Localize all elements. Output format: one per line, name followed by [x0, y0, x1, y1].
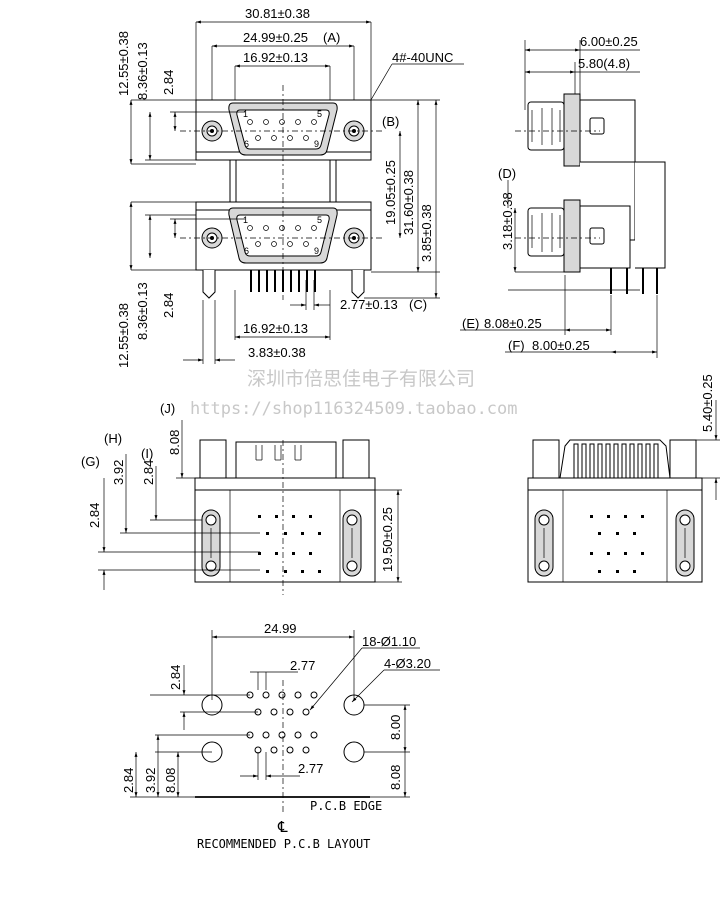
pcb-mount-hole-br	[343, 741, 365, 763]
pcb-width-dim: 24.99	[264, 621, 297, 636]
bottom-pin-row-dim: 16.92±0.13	[243, 321, 308, 336]
pcb-layout-title: RECOMMENDED P.C.B LAYOUT	[197, 837, 370, 851]
side-view: 6.00±0.25 5.80(4.8) (D) 3.18±0.38	[460, 34, 666, 358]
total-height-dim: 31.60±0.38	[401, 170, 416, 235]
bottom-pin-9: 9	[314, 246, 319, 256]
side-top-hood	[527, 101, 565, 151]
bottom-view-left-post	[199, 439, 227, 481]
ref-j: (J)	[160, 401, 175, 416]
ref-h: (H)	[104, 431, 122, 446]
pcb-holes-large: 4-Ø3.20	[384, 656, 431, 671]
screw-spacing-ref: (A)	[323, 30, 340, 45]
top-height-dim: 12.55±0.38	[116, 31, 131, 96]
bottom-pin-grid	[247, 225, 317, 247]
thread-label: 4#-40UNC	[392, 50, 453, 65]
front-view: 30.81±0.38 24.99±0.25 (A) 16.92±0.13 4#-…	[116, 6, 464, 368]
watermark: 深圳市倍思佳电子有限公司 https://shop116324509.taoba…	[190, 368, 518, 419]
bottom-pin-1: 1	[243, 215, 248, 225]
rear-view-pins	[573, 443, 659, 479]
rear-view-body	[527, 489, 703, 583]
bottom-view: (J) 8.08 (I) 2.84 (H) 3.92 (G) 2.84 19.5…	[81, 401, 402, 595]
pin-pitch-dim: 2.77±0.13	[340, 297, 398, 312]
pcb-holes-small: 18-Ø1.10	[362, 634, 416, 649]
centerline-symbol: ℄	[277, 819, 288, 836]
pcb-right-1-dim: 8.00	[388, 715, 403, 740]
side-bottom-hood	[527, 207, 565, 257]
dim-j: 8.08	[167, 430, 182, 455]
bottom-pin-6: 6	[244, 246, 249, 256]
ref-c: (C)	[409, 297, 427, 312]
pcb-edge-label: P.C.B EDGE	[310, 799, 382, 813]
pcb-left-1-dim: 2.84	[121, 768, 136, 793]
dim-h: 3.92	[111, 460, 126, 485]
top-pin-5: 5	[317, 109, 322, 119]
pcb-pitch-top: 2.77	[290, 658, 315, 673]
bottom-view-right-post	[342, 439, 370, 481]
pin-row-width-dim: 16.92±0.13	[243, 50, 308, 65]
pcb-right-2-dim: 8.08	[388, 765, 403, 790]
pcb-pin-holes	[246, 691, 318, 754]
ref-e: (E)	[462, 316, 479, 331]
pcb-left-2-dim: 3.92	[143, 768, 158, 793]
bottom-height-dim: 12.55±0.38	[116, 303, 131, 368]
dim-g: 2.84	[87, 503, 102, 528]
side-dim-top: 6.00±0.25	[580, 34, 638, 49]
top-offset-dim: 8.36±0.13	[135, 42, 150, 100]
watermark-company: 深圳市倍思佳电子有限公司	[247, 368, 475, 390]
port-pitch-dim: 19.05±0.25	[383, 160, 398, 225]
ref-i: (I)	[141, 446, 153, 461]
pcb-left-top-dim: 2.84	[168, 665, 183, 690]
screw-spacing-dim: 24.99±0.25	[243, 30, 308, 45]
overall-height-dim: 3.85±0.38	[419, 204, 434, 262]
watermark-url: https://shop116324509.taobao.com	[190, 399, 518, 419]
rear-view-height-dim: 5.40±0.25	[700, 374, 715, 432]
top-pin-9: 9	[314, 139, 319, 149]
rear-view-pin-grid	[590, 515, 644, 573]
pcb-layout: 24.99 18-Ø1.10 4-Ø3.20 2.77 2.77	[121, 621, 440, 851]
dim-d: 3.18±0.38	[500, 192, 515, 250]
pcb-left-3-dim: 8.08	[163, 768, 178, 793]
ref-g: (G)	[81, 454, 100, 469]
bottom-pin-5: 5	[317, 215, 322, 225]
top-pin-grid	[247, 119, 317, 141]
overall-width-dim: 30.81±0.38	[245, 6, 310, 21]
ref-f: (F)	[508, 338, 525, 353]
bottom-offset-dim: 8.36±0.13	[135, 282, 150, 340]
rear-view: 5.40±0.25	[527, 374, 720, 583]
bottom-span-dim: 3.83±0.38	[248, 345, 306, 360]
top-pin-6: 6	[244, 139, 249, 149]
bottom-view-pins	[258, 515, 321, 573]
dim-e: 8.08±0.25	[484, 316, 542, 331]
pcb-pitch-bottom: 2.77	[298, 761, 323, 776]
side-dim-second: 5.80(4.8)	[578, 56, 630, 71]
dim-i: 2.84	[141, 460, 156, 485]
top-small-dim: 2.84	[161, 70, 176, 95]
top-pin-1: 1	[243, 109, 248, 119]
ref-d: (D)	[498, 166, 516, 181]
ref-b: (B)	[382, 114, 399, 129]
dim-f: 8.00±0.25	[532, 338, 590, 353]
bottom-view-height-dim: 19.50±0.25	[380, 507, 395, 572]
bottom-small-dim: 2.84	[161, 293, 176, 318]
